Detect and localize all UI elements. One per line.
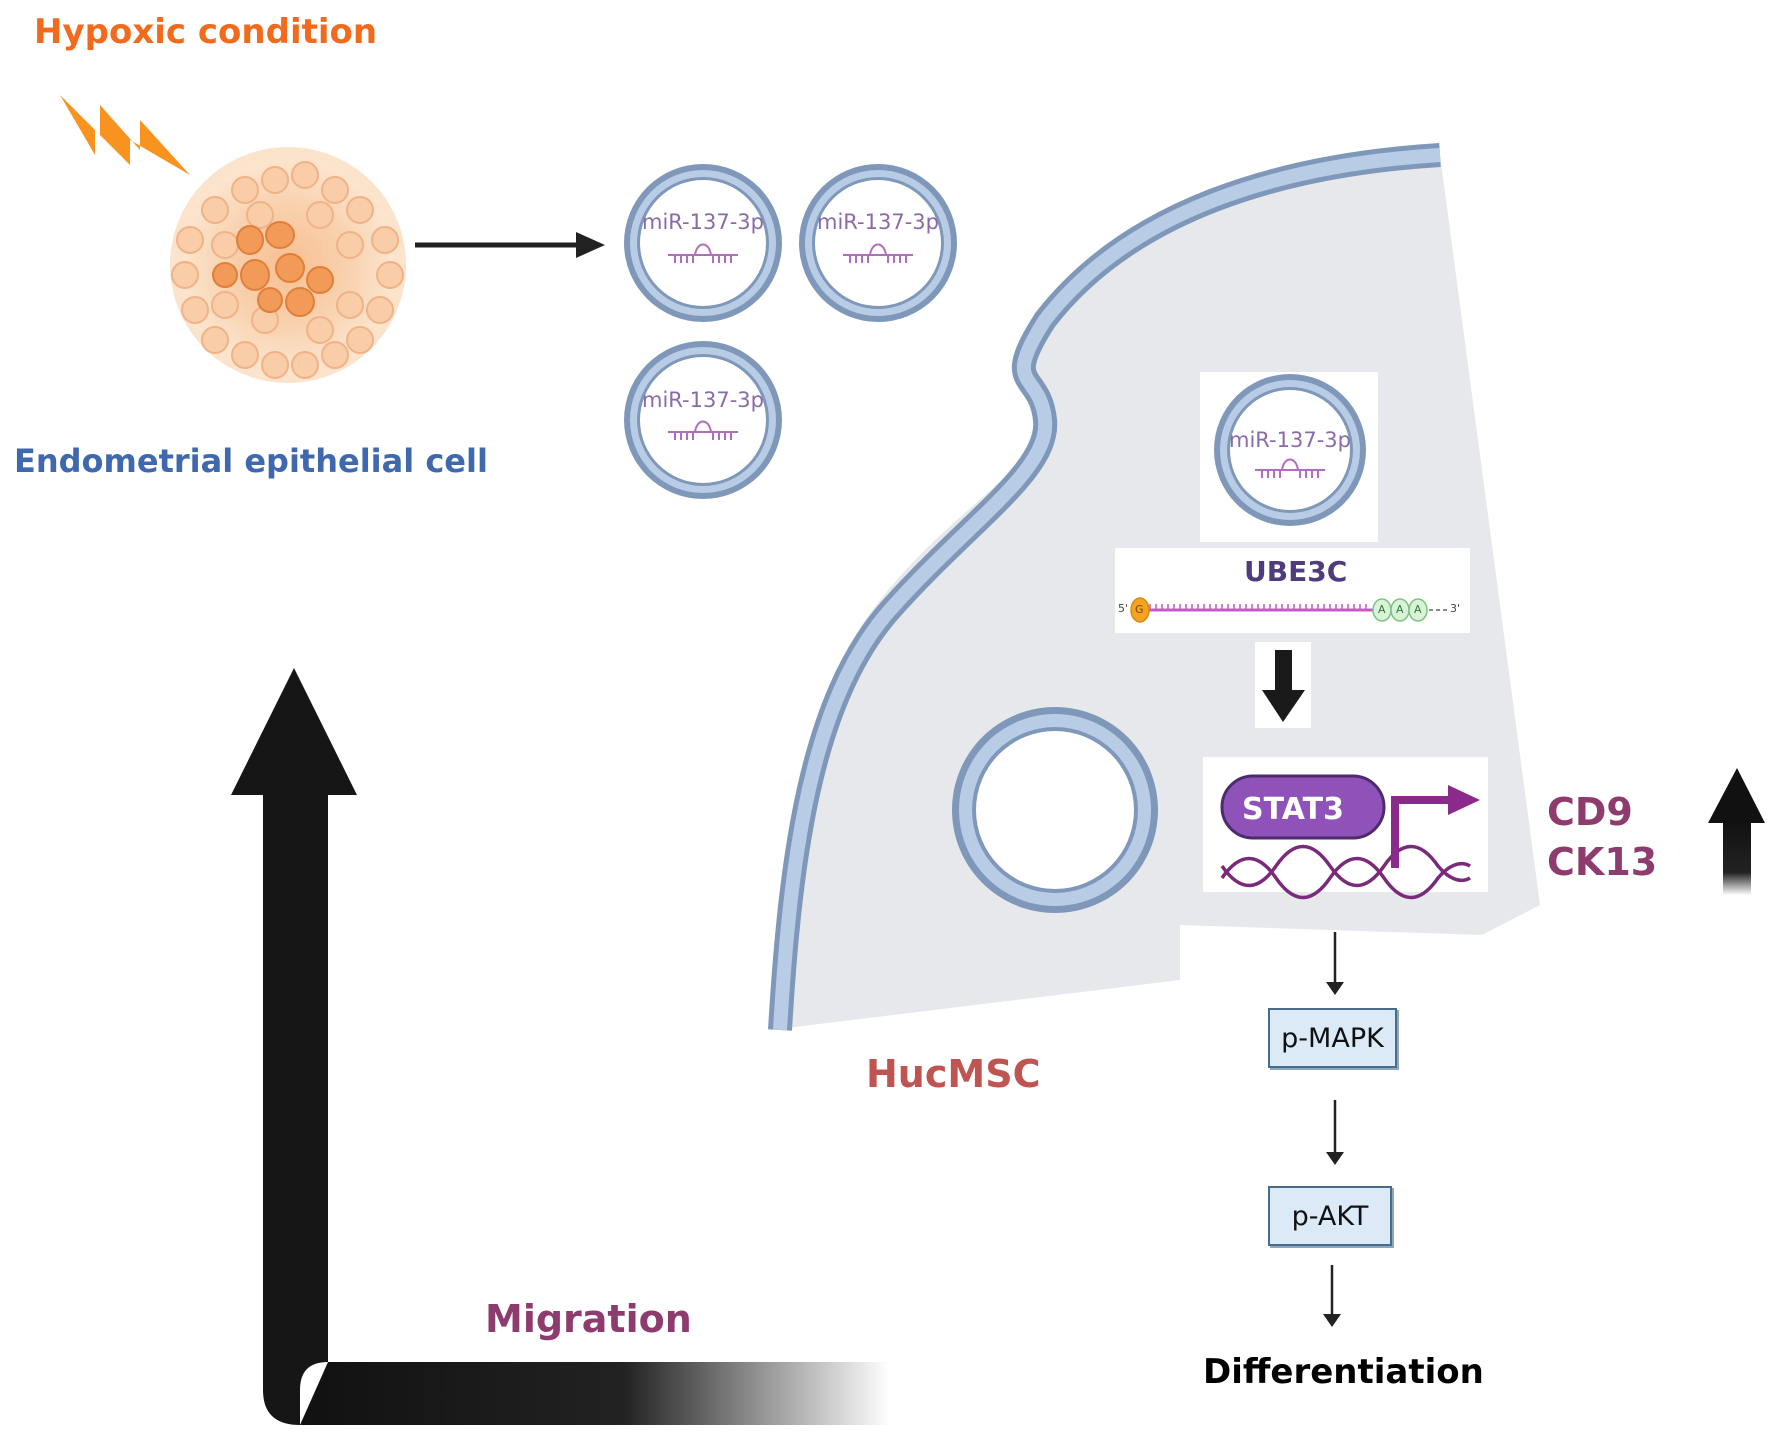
endometrial-cell-cluster	[170, 147, 406, 383]
secretion-arrow	[576, 232, 605, 258]
migration-arrow-horizontal	[300, 1362, 890, 1425]
poly-a-label-1: A	[1378, 603, 1386, 616]
down-block-arrow	[1262, 690, 1305, 722]
migration-label: Migration	[485, 1297, 692, 1341]
endometrial-cell-label: Endometrial epithelial cell	[14, 442, 488, 480]
vesicle-2-label: miR-137-3p	[817, 210, 939, 234]
poly-a-label-2: A	[1396, 603, 1404, 616]
upregulation-arrow	[1708, 768, 1765, 823]
ube3c-mrna	[1130, 597, 1448, 623]
p-mapk-label: p-MAPK	[1281, 1022, 1384, 1054]
ube3c-label: UBE3C	[1244, 555, 1348, 588]
vesicle-3	[624, 341, 782, 499]
vesicle-1-label: miR-137-3p	[642, 210, 764, 234]
p-mapk-box: p-MAPK	[1268, 1008, 1397, 1068]
vesicle-2	[799, 164, 957, 322]
lightning-bolt-icon	[60, 95, 190, 175]
stat3-label: STAT3	[1242, 792, 1344, 827]
stat3-dna	[1220, 844, 1471, 900]
cd9-label: CD9	[1547, 790, 1633, 834]
hypoxic-condition-label: Hypoxic condition	[34, 12, 378, 52]
vesicle-4	[1214, 374, 1366, 526]
mrna-cap-label: G	[1135, 603, 1144, 616]
pathway-arrows	[1330, 932, 1337, 1317]
p-akt-box: p-AKT	[1268, 1186, 1392, 1246]
migration-arrow-head	[231, 668, 357, 795]
mrna-panel	[1115, 548, 1470, 633]
stat3-protein	[1220, 774, 1386, 840]
migration-arrow-vertical	[263, 793, 328, 1425]
differentiation-label: Differentiation	[1203, 1352, 1484, 1392]
mrna-5prime-label: 5'	[1118, 602, 1129, 615]
vesicle-4-label: miR-137-3p	[1229, 428, 1351, 452]
vesicle-1	[624, 164, 782, 322]
ck13-label: CK13	[1547, 840, 1658, 884]
mirna-hairpin-icons	[668, 243, 1325, 478]
transcription-arrow-icon	[1448, 785, 1480, 815]
mrna-3prime-label: 3'	[1450, 602, 1461, 615]
vesicle-3-label: miR-137-3p	[642, 388, 764, 412]
p-akt-label: p-AKT	[1291, 1200, 1369, 1232]
poly-a-label-3: A	[1414, 603, 1422, 616]
hucmsc-label: HucMSC	[866, 1052, 1041, 1096]
